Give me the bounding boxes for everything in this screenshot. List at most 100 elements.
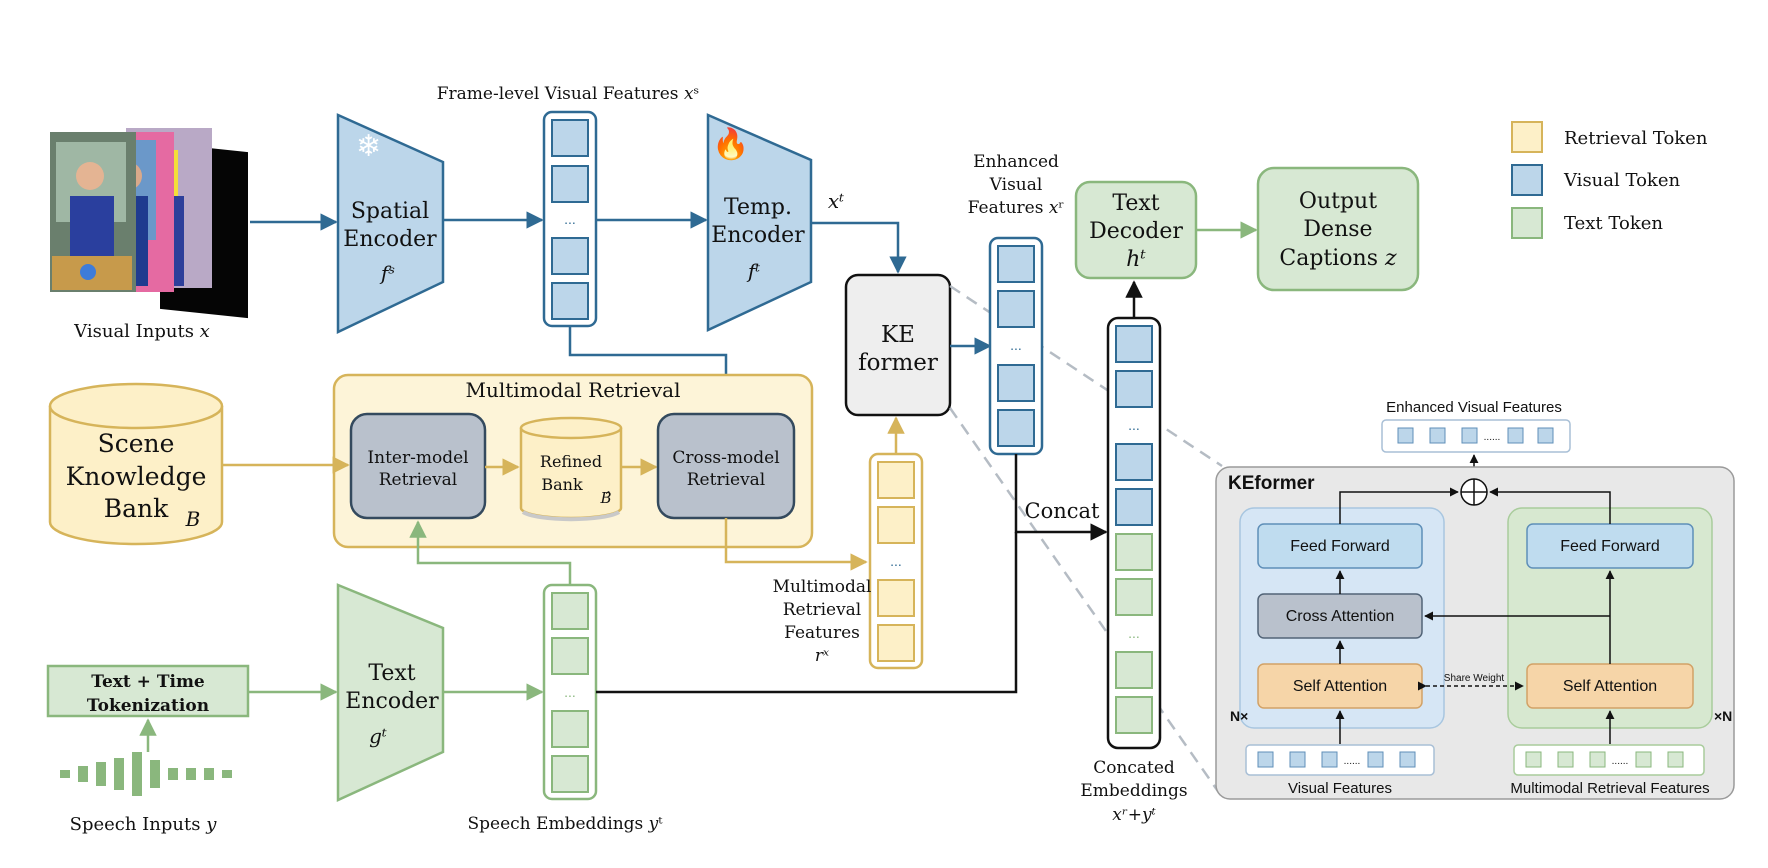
temporal-encoder-line1: Temp. (724, 195, 792, 220)
visual-token (997, 290, 1035, 328)
text-token (1115, 578, 1153, 616)
temporal-encoder-symbol: 𝑓ᵗ (746, 259, 760, 283)
text-token (551, 592, 589, 630)
refined-bank-cylinder (519, 416, 623, 522)
legend-label-text: Text Token (1564, 213, 1663, 234)
multimodal-retrieval-title: Multimodal Retrieval (465, 378, 680, 402)
share-weight-label: Share Weight (1444, 673, 1505, 684)
refined-bank-symbol: 𝐵̂ (599, 489, 611, 507)
concated-label-line1: Concated (1093, 758, 1175, 778)
token-ellipsis: ...... (1612, 756, 1629, 767)
arrow-embeddings-to-concat (596, 532, 1018, 694)
enhanced-label-line2: Visual (989, 175, 1043, 195)
token-ellipsis: ...... (1484, 432, 1501, 443)
text-decoder-line1: Text (1112, 191, 1159, 216)
video-frames-image (50, 128, 248, 319)
visual-token (1115, 370, 1153, 408)
spatial-encoder-symbol: 𝑓ˢ (379, 261, 395, 285)
retrieval-token (877, 624, 915, 662)
retrieval-token (877, 461, 915, 499)
detail-right-ff-label: Feed Forward (1560, 538, 1660, 555)
enhanced-features-column: ... (988, 236, 1044, 456)
detail-retrieval-features-label: Multimodal Retrieval Features (1510, 780, 1709, 797)
text-encoder-line1: Text (368, 661, 415, 686)
retrieval-features-line1: Multimodal (773, 577, 872, 597)
legend-swatch-text (1511, 207, 1543, 239)
speech-embeddings-column: ... (542, 583, 598, 801)
text-decoder-symbol: ℎᵗ (1126, 247, 1146, 272)
token-ellipsis: ... (1010, 337, 1022, 353)
text-token (1115, 651, 1153, 689)
concated-label-line2: Embeddings (1080, 781, 1187, 801)
visual-inputs-label: Visual Inputs 𝑥 (73, 321, 210, 342)
text-token (1115, 533, 1153, 571)
detail-right-sa-label: Self Attention (1563, 678, 1657, 695)
text-decoder-line2: Decoder (1089, 219, 1183, 244)
frame-features-column: ... (542, 110, 598, 328)
retrieval-token (877, 506, 915, 544)
snowflake-icon: ❄ (356, 130, 381, 163)
retrieval-features-line2: Retrieval (783, 600, 862, 620)
concated-label-line3: 𝑥ʳ+𝑦ᵗ (1112, 805, 1156, 825)
speech-embeddings-label: Speech Embeddings 𝑦ᵗ (468, 814, 664, 834)
spatial-encoder-line2: Encoder (343, 227, 437, 252)
keformer-line2: former (858, 350, 938, 376)
enhanced-label-line3: Features 𝑥ʳ (968, 198, 1065, 218)
visual-token (997, 364, 1035, 402)
token-ellipsis: ... (1128, 417, 1140, 433)
visual-token (551, 119, 589, 157)
cross-model-line2: Retrieval (687, 470, 766, 490)
xt-label: 𝑥ᵗ (828, 189, 844, 213)
temporal-encoder-line2: Encoder (711, 223, 805, 248)
scene-bank-symbol: 𝐵 (185, 507, 201, 531)
visual-token (1115, 325, 1153, 363)
arrow-embeddings-to-inter (409, 520, 572, 585)
concat-label: Concat (1025, 499, 1101, 523)
legend: Retrieval Token Visual Token Text Token (1511, 121, 1708, 239)
scene-bank-line2: Knowledge (66, 462, 207, 491)
enhanced-label-line1: Enhanced (973, 152, 1059, 172)
token-ellipsis: ... (564, 211, 576, 227)
speech-inputs-label: Speech Inputs 𝑦 (70, 814, 218, 835)
retrieval-features-line3: Features (784, 623, 860, 643)
arrow-temporal-to-keformer (811, 221, 907, 274)
detail-left-ff-label: Feed Forward (1290, 538, 1390, 555)
token-ellipsis: ... (890, 553, 902, 569)
retrieval-token (877, 579, 915, 617)
detail-nx-left: N× (1230, 708, 1248, 724)
detail-visual-features-label: Visual Features (1288, 780, 1392, 797)
detail-retrieval-tokens: ...... (1513, 744, 1705, 776)
token-ellipsis: ... (564, 684, 576, 700)
cross-model-line1: Cross-model (672, 448, 779, 468)
detail-title: KEformer (1228, 473, 1315, 494)
legend-label-visual: Visual Token (1563, 170, 1680, 191)
keformer-line1: KE (881, 322, 915, 348)
output-line2: Dense (1303, 217, 1372, 242)
arrow-cross-to-retrieval-features (724, 518, 868, 571)
visual-token (551, 237, 589, 275)
text-token (1115, 696, 1153, 734)
retrieval-features-column: ... (868, 452, 924, 670)
inter-model-line1: Inter-model (367, 448, 468, 468)
detail-enhanced-label: Enhanced Visual Features (1386, 399, 1562, 416)
text-encoder: Text Encoder 𝑔ᵗ (336, 583, 445, 802)
legend-swatch-visual (1511, 164, 1543, 196)
multimodal-retrieval-panel: Multimodal Retrieval Inter-model Retriev… (332, 373, 814, 549)
text-encoder-line2: Encoder (345, 689, 439, 714)
tokenization-line2: Tokenization (87, 696, 209, 716)
visual-token (551, 165, 589, 203)
visual-token (1115, 488, 1153, 526)
output-box (1256, 166, 1420, 292)
text-token (551, 710, 589, 748)
inter-model-line2: Retrieval (379, 470, 458, 490)
legend-swatch-retrieval (1511, 121, 1543, 153)
legend-label-retrieval: Retrieval Token (1564, 128, 1708, 149)
keformer-block: KE former (844, 273, 952, 417)
detail-left-sa-label: Self Attention (1293, 678, 1387, 695)
output-line1: Output (1299, 189, 1377, 214)
refined-bank-line2: Bank (541, 475, 583, 494)
detail-visual-tokens: ...... (1245, 744, 1435, 776)
tokenization-line1: Text + Time (91, 672, 205, 692)
